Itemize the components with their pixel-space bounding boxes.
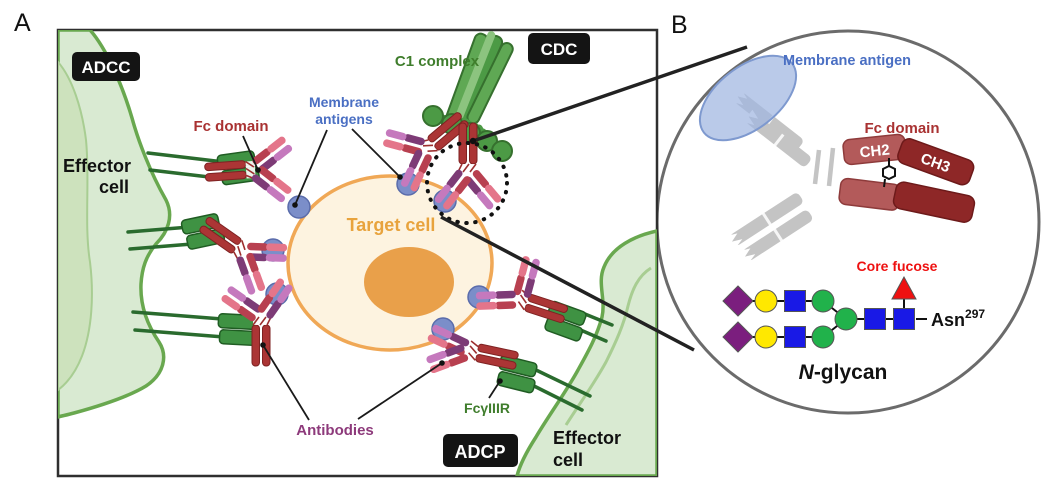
receptor-anchor-lines: [126, 151, 614, 412]
sugar-purple-diamond: [722, 321, 754, 353]
membrane-antigen-bump: [287, 195, 311, 219]
effector-cell-right-label-line1: Effector: [553, 428, 621, 448]
core-fucose-label: Core fucose: [857, 258, 938, 274]
interchain-glycan-squiggle: [882, 158, 896, 188]
ch3-upper-box: [897, 138, 975, 186]
n-glycan-schematic: [722, 275, 927, 353]
sugar-blue-square: [784, 290, 806, 312]
effector-cell-right-label-line2: cell: [553, 450, 583, 470]
panel-a-letter: A: [14, 9, 31, 37]
membrane-antigens-label-line2: antigens: [315, 111, 373, 127]
effector-cell-left-label-line1: Effector: [63, 156, 131, 176]
membrane-antigen-label: Membrane antigen: [783, 53, 911, 69]
membrane-antigens-label-line1: Membrane: [309, 94, 379, 110]
sugar-green-circle: [811, 325, 835, 349]
sugar-yellow-circle: [754, 325, 778, 349]
ch2-label: CH2: [859, 141, 891, 161]
zoom-connector-lines: [440, 45, 748, 352]
sugar-blue-square: [893, 308, 915, 330]
panel-b-letter: B: [671, 11, 688, 39]
membrane-antigen-shape: [698, 54, 798, 142]
fc-domain-label: Fc domain: [193, 118, 268, 135]
effector-cell-left-label-line2: cell: [99, 177, 129, 197]
antibodies-label: Antibodies: [296, 422, 374, 439]
sugar-green-circle: [834, 307, 858, 331]
leader-dots: [255, 167, 503, 384]
effector-cell-left: [58, 30, 172, 419]
core-fucose-triangle: [891, 275, 917, 300]
cdc-badge-label: CDC: [541, 40, 578, 59]
nucleus: [364, 247, 454, 317]
sugar-blue-square: [784, 326, 806, 348]
target-cell-label: Target cell: [347, 215, 436, 235]
panel-b-content: CH2 CH3: [698, 53, 985, 384]
fc-domain-structure: CH2 CH3: [838, 133, 976, 223]
asn297-label: Asn297: [931, 307, 985, 330]
cdc-badge: [528, 33, 590, 64]
adcc-badge: [72, 52, 140, 81]
dashed-zoom-circle: [425, 141, 509, 225]
hinge-ladder: [812, 147, 836, 187]
adcp-badge-label: ADCP: [454, 442, 505, 462]
ch3-lower-box: [892, 181, 976, 223]
c1-complex-label: C1 complex: [395, 53, 480, 70]
target-cell: [286, 174, 494, 352]
n-glycan-label: N-glycan: [799, 361, 888, 384]
process-badges: ADCC CDC ADCP: [72, 33, 590, 467]
fc-gamma-riii-label: FcγIIIR: [464, 400, 510, 416]
effector-cell-right: [515, 229, 657, 476]
sugar-blue-square: [864, 308, 886, 330]
leader-lines: [242, 128, 501, 421]
sugar-green-circle: [811, 289, 835, 313]
adcc-badge-label: ADCC: [81, 58, 130, 77]
sugar-purple-diamond: [722, 285, 754, 317]
sugar-yellow-circle: [754, 289, 778, 313]
panel-a: ADCC CDC ADCP Effector cell Effector cel…: [56, 28, 748, 478]
fc-domain-label-b: Fc domain: [864, 120, 939, 137]
adcp-badge: [443, 434, 518, 467]
